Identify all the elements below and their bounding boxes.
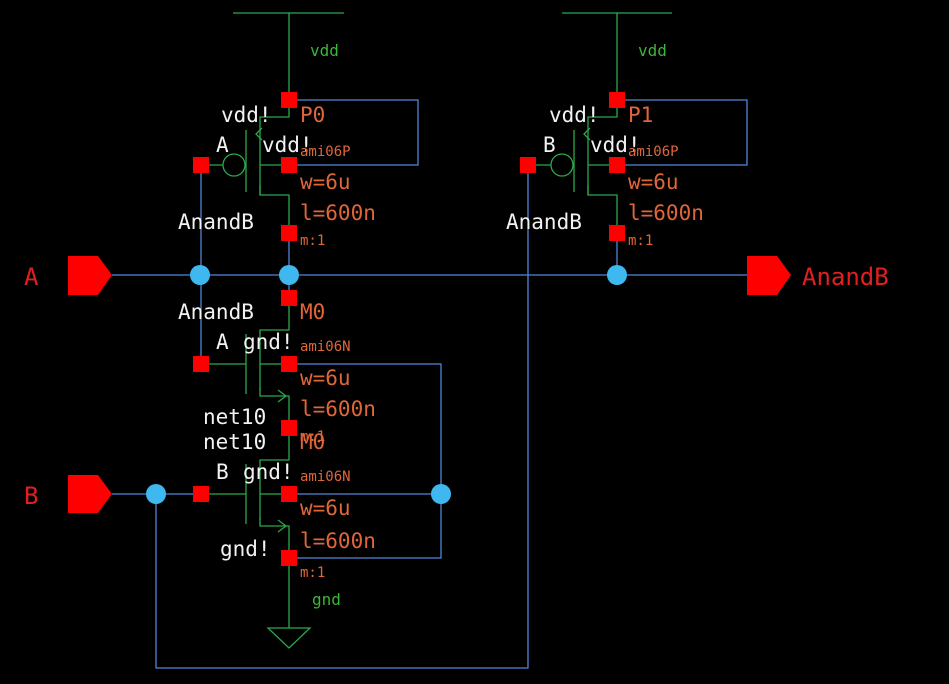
- io-pins: A B AnandB: [24, 256, 889, 513]
- p1-arrow: [583, 127, 591, 141]
- m1-drain-leg: [259, 428, 290, 470]
- p0-instance-name: P0: [300, 103, 325, 127]
- p1-body-net-label: vdd!: [590, 133, 641, 157]
- m0-labels: AnandB A gnd! net10 M0 ami06N w=6u l=600…: [178, 300, 376, 445]
- p1-drain-net-label: AnandB: [506, 210, 582, 234]
- m1-body-net-label: gnd!: [243, 460, 294, 484]
- p0-drain-terminal[interactable]: [281, 92, 297, 108]
- p0-body-terminal[interactable]: [281, 157, 297, 173]
- p0-gate-terminal[interactable]: [193, 157, 209, 173]
- wire-p0-body-loop[interactable]: [289, 99, 419, 166]
- m0-source-terminal[interactable]: [281, 420, 297, 436]
- p0-gate-net-label: A: [216, 133, 229, 157]
- m1-source-terminal[interactable]: [281, 550, 297, 566]
- p1-source-terminal[interactable]: [609, 225, 625, 241]
- m0-model: ami06N: [300, 339, 351, 355]
- m0-instance-name: M0: [300, 300, 325, 324]
- p1-labels: vdd! B vdd! AnandB P1 ami06P w=6u l=600n…: [506, 103, 704, 249]
- m0-arrow: [277, 389, 288, 403]
- m1-drain-net-label: net10: [203, 430, 266, 454]
- m1-instance-name: M0: [300, 430, 325, 454]
- p0-drain-net-label: AnandB: [178, 210, 254, 234]
- m1-arrow: [277, 519, 288, 533]
- p0-multiplier: m:1: [300, 233, 325, 249]
- wire-p1-body-loop[interactable]: [617, 99, 748, 166]
- m1-gate-terminal[interactable]: [193, 486, 209, 502]
- p0-gate-bubble: [222, 153, 246, 177]
- junction-out-right[interactable]: [607, 265, 627, 285]
- vdd-label-left: vdd: [310, 41, 339, 60]
- junctions: [146, 265, 627, 504]
- wires: [112, 99, 752, 669]
- m0-drain-terminal[interactable]: [281, 290, 297, 306]
- m0-width: w=6u: [300, 366, 351, 390]
- p0-width: w=6u: [300, 170, 351, 194]
- supply-labels: vdd vdd gnd: [310, 41, 667, 609]
- junction-body[interactable]: [431, 484, 451, 504]
- p1-instance-name: P1: [628, 103, 653, 127]
- p0-length: l=600n: [300, 201, 376, 225]
- m0-drain-net-label: AnandB: [178, 300, 254, 324]
- p0-drain-leg: [259, 100, 290, 127]
- junction-b[interactable]: [146, 484, 166, 504]
- m1-multiplier: m:1: [300, 565, 325, 581]
- p1-gate-terminal[interactable]: [520, 157, 536, 173]
- p1-drain-leg: [587, 100, 618, 127]
- p1-body-terminal[interactable]: [609, 157, 625, 173]
- m0-source-net-label: net10: [203, 405, 266, 429]
- p1-gate-bubble: [550, 153, 574, 177]
- p1-model: ami06P: [628, 144, 679, 160]
- m1-model: ami06N: [300, 469, 351, 485]
- gnd-label: gnd: [312, 590, 341, 609]
- pin-a-shape[interactable]: [68, 256, 112, 295]
- m0-multiplier: m:1: [300, 429, 325, 445]
- p1-length: l=600n: [628, 201, 704, 225]
- m0-body-terminal[interactable]: [281, 356, 297, 372]
- p0-arrow: [255, 127, 263, 141]
- terminal-squares: [193, 92, 625, 566]
- junction-out-left[interactable]: [279, 265, 299, 285]
- p0-body-net-label: vdd!: [262, 133, 313, 157]
- pin-b-label: B: [24, 482, 38, 510]
- nmos-m0[interactable]: [201, 298, 290, 428]
- m1-body-terminal[interactable]: [281, 486, 297, 502]
- p0-source-terminal[interactable]: [281, 225, 297, 241]
- m1-width: w=6u: [300, 496, 351, 520]
- p1-source-net-label: vdd!: [549, 103, 600, 127]
- m1-gate-net-label: B: [216, 460, 229, 484]
- m1-length: l=600n: [300, 529, 376, 553]
- m0-source-leg: [259, 388, 290, 428]
- m1-labels: net10 B gnd! gnd! M0 ami06N w=6u l=600n …: [203, 430, 376, 581]
- m1-source-net-label: gnd!: [220, 537, 271, 561]
- supply-lines: [233, 12, 672, 649]
- pmos-p1[interactable]: [528, 100, 618, 233]
- p0-source-net-label: vdd!: [221, 103, 272, 127]
- m0-drain-leg: [259, 298, 290, 340]
- m0-gate-terminal[interactable]: [193, 356, 209, 372]
- p1-multiplier: m:1: [628, 233, 653, 249]
- p0-model: ami06P: [300, 144, 351, 160]
- wire-b-to-p1-gate[interactable]: [155, 165, 529, 669]
- p1-drain-terminal[interactable]: [609, 92, 625, 108]
- m0-body-net-label: gnd!: [243, 330, 294, 354]
- gnd-symbol: [266, 627, 312, 649]
- p1-gate-net-label: B: [543, 133, 556, 157]
- junction-a[interactable]: [190, 265, 210, 285]
- p0-labels: vdd! A vdd! AnandB P0 ami06P w=6u l=600n…: [178, 103, 376, 249]
- pin-out-shape[interactable]: [747, 256, 791, 295]
- wire-nmos-body-loop[interactable]: [289, 363, 442, 559]
- nmos-m1[interactable]: [201, 428, 290, 558]
- p1-width: w=6u: [628, 170, 679, 194]
- vdd-label-right: vdd: [638, 41, 667, 60]
- pin-out-label: AnandB: [802, 263, 889, 291]
- m1-source-leg: [259, 518, 290, 558]
- m0-gate-net-label: A: [216, 330, 229, 354]
- pin-b-shape[interactable]: [68, 475, 112, 513]
- pin-a-label: A: [24, 263, 39, 291]
- m0-length: l=600n: [300, 397, 376, 421]
